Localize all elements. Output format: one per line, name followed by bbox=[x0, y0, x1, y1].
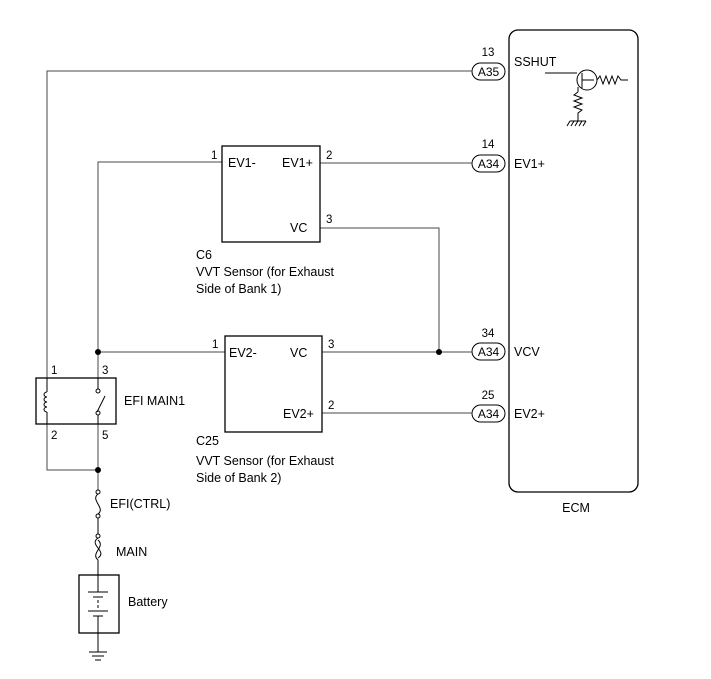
sensor1-pin-3: 3 bbox=[326, 214, 332, 226]
ground-icon bbox=[89, 633, 107, 661]
sensor2-box bbox=[224, 335, 323, 433]
svg-text:A34: A34 bbox=[478, 157, 500, 171]
sensor2-terminal-ev2plus: EV2+ bbox=[283, 407, 314, 421]
svg-text:25: 25 bbox=[482, 390, 495, 402]
fuse-efi-ctrl-icon bbox=[95, 489, 101, 534]
relay-switch-icon bbox=[95, 378, 106, 424]
sensor2-terminal-ev2minus: EV2- bbox=[229, 346, 257, 360]
sensor2-pin-2: 2 bbox=[328, 400, 334, 412]
junction-dot bbox=[95, 349, 101, 355]
wire-relay-coil-bottom bbox=[46, 424, 98, 471]
wire-vc-sensor1 bbox=[320, 227, 440, 352]
fuse-main-icon bbox=[94, 533, 102, 575]
svg-text:A34: A34 bbox=[478, 345, 500, 359]
sensor2-pin-3: 3 bbox=[328, 339, 334, 351]
svg-text:A34: A34 bbox=[478, 407, 500, 421]
relay-label: EFI MAIN1 bbox=[124, 394, 185, 408]
battery-icon bbox=[88, 575, 108, 633]
battery-box bbox=[78, 574, 120, 634]
wire-ev1minus bbox=[97, 161, 222, 378]
svg-text:14: 14 bbox=[482, 139, 495, 151]
ecm-label: ECM bbox=[562, 501, 590, 515]
relay-pin-3: 3 bbox=[102, 365, 108, 377]
sensor1-code: C6 bbox=[196, 248, 212, 262]
svg-text:EV2+: EV2+ bbox=[514, 407, 545, 421]
sensor1-terminal-vc: VC bbox=[290, 221, 307, 235]
sensor2-pin-1: 1 bbox=[212, 339, 218, 351]
sensor2-code: C25 bbox=[196, 434, 219, 448]
sensor1-pin-2: 2 bbox=[326, 150, 332, 162]
sensor2-name-line1: VVT Sensor (for Exhaust bbox=[196, 454, 335, 468]
wire-sshut bbox=[46, 70, 472, 378]
sensor1-box bbox=[221, 145, 321, 243]
svg-text:34: 34 bbox=[482, 328, 495, 340]
sensor1-terminal-ev1minus: EV1- bbox=[228, 156, 256, 170]
sensor2-terminal-vc: VC bbox=[290, 346, 307, 360]
fuse-main-label: MAIN bbox=[116, 545, 147, 559]
sensor1-name-line1: VVT Sensor (for Exhaust bbox=[196, 265, 335, 279]
svg-text:A35: A35 bbox=[478, 65, 500, 79]
relay-pin-2: 2 bbox=[51, 430, 57, 442]
sensor2-name-line2: Side of Bank 2) bbox=[196, 471, 281, 485]
ecm-pin-ev2plus: A34 25 EV2+ bbox=[471, 390, 545, 423]
battery-label: Battery bbox=[128, 595, 168, 609]
svg-text:13: 13 bbox=[482, 47, 495, 59]
junction-dot bbox=[95, 467, 101, 473]
svg-text:VCV: VCV bbox=[514, 345, 540, 359]
sensor1-pin-1: 1 bbox=[211, 150, 217, 162]
svg-text:EV1+: EV1+ bbox=[514, 157, 545, 171]
relay-box bbox=[35, 377, 117, 425]
sensor1-terminal-ev1plus: EV1+ bbox=[282, 156, 313, 170]
relay-coil-icon bbox=[43, 378, 48, 424]
fuse-efi-ctrl-label: EFI(CTRL) bbox=[110, 497, 170, 511]
ecm-pin-ev1plus: A34 14 EV1+ bbox=[471, 139, 545, 173]
junction-dot bbox=[436, 349, 442, 355]
ecm-box bbox=[508, 29, 639, 493]
sensor1-name-line2: Side of Bank 1) bbox=[196, 282, 281, 296]
relay-pin-1: 1 bbox=[51, 365, 57, 377]
ecm-transistor-icon bbox=[545, 69, 628, 127]
svg-text:SSHUT: SSHUT bbox=[514, 55, 557, 69]
relay-pin-5: 5 bbox=[102, 430, 108, 442]
